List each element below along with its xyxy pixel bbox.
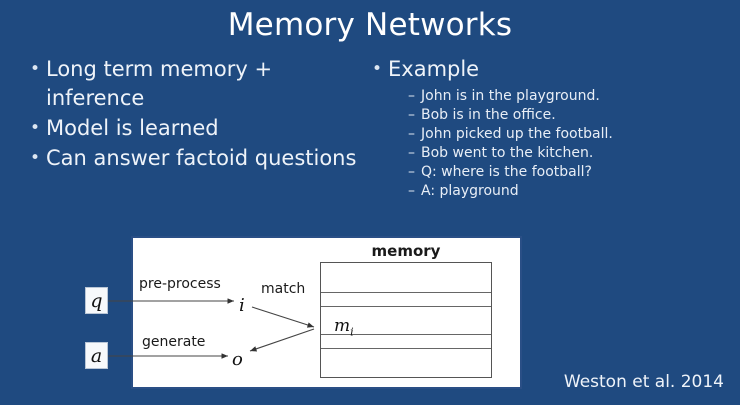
sub-bullet-text: Q: where is the football?: [421, 164, 592, 180]
sub-bullet-text: A: playground: [421, 183, 519, 199]
dash-icon: –: [408, 145, 415, 161]
bullet-text: Long term memory + inference: [46, 57, 273, 110]
dash-icon: –: [408, 126, 415, 142]
memory-title-label: memory: [371, 242, 441, 260]
memory-slot-subscript: i: [350, 325, 354, 339]
list-item: – A: playground: [408, 182, 732, 201]
list-item: • Long term memory + inference: [30, 55, 360, 113]
memory-slot-symbol: m: [334, 316, 351, 336]
sub-bullet-text: Bob went to the kitchen.: [421, 145, 594, 161]
memory-slot: [321, 349, 491, 379]
bullet-dot-icon: •: [372, 59, 383, 79]
example-heading: Example: [388, 57, 480, 81]
bullet-text: Can answer factoid questions: [46, 146, 357, 170]
sub-bullet-text: Bob is in the office.: [421, 107, 556, 123]
list-item: – Bob is in the office.: [408, 106, 732, 125]
left-bullet-column: • Long term memory + inference • Model i…: [30, 55, 360, 174]
match-label: match: [261, 281, 306, 297]
list-item: • Model is learned: [30, 114, 360, 143]
list-item: • Example: [372, 55, 732, 84]
citation-text: Weston et al. 2014: [563, 372, 724, 392]
answer-token-box: a: [85, 342, 108, 369]
memory-slot-label: mi: [334, 316, 354, 338]
bullet-dot-icon: •: [30, 118, 41, 138]
sub-bullet-text: John is in the playground.: [421, 88, 600, 104]
memory-slot-stack: [320, 262, 492, 378]
list-item: – John is in the playground.: [408, 87, 732, 106]
page-title: Memory Networks: [227, 7, 513, 43]
answer-token-label: a: [90, 344, 103, 367]
question-token-box: q: [85, 287, 108, 314]
generate-label: generate: [142, 334, 206, 350]
list-item: – Q: where is the football?: [408, 163, 732, 182]
bullet-text: Model is learned: [46, 116, 219, 140]
example-sublist: – John is in the playground. – Bob is in…: [372, 87, 732, 201]
right-bullet-column: • Example – John is in the playground. –…: [372, 55, 732, 201]
list-item: • Can answer factoid questions: [30, 144, 360, 173]
dash-icon: –: [408, 107, 415, 123]
output-feature-node-label: o: [232, 349, 243, 370]
dash-icon: –: [408, 164, 415, 180]
dash-icon: –: [408, 183, 415, 199]
memory-slot: [321, 335, 491, 349]
dash-icon: –: [408, 88, 415, 104]
pre-process-label: pre-process: [139, 276, 221, 292]
list-item: – John picked up the football.: [408, 125, 732, 144]
memory-slot-selected: [321, 307, 491, 335]
sub-bullet-text: John picked up the football.: [421, 126, 613, 142]
bullet-dot-icon: •: [30, 59, 41, 79]
list-item: – Bob went to the kitchen.: [408, 144, 732, 163]
bullet-dot-icon: •: [30, 148, 41, 168]
question-token-label: q: [90, 289, 103, 312]
input-feature-node-label: i: [239, 295, 245, 316]
memory-slot: [321, 263, 491, 293]
memory-slot: [321, 293, 491, 307]
